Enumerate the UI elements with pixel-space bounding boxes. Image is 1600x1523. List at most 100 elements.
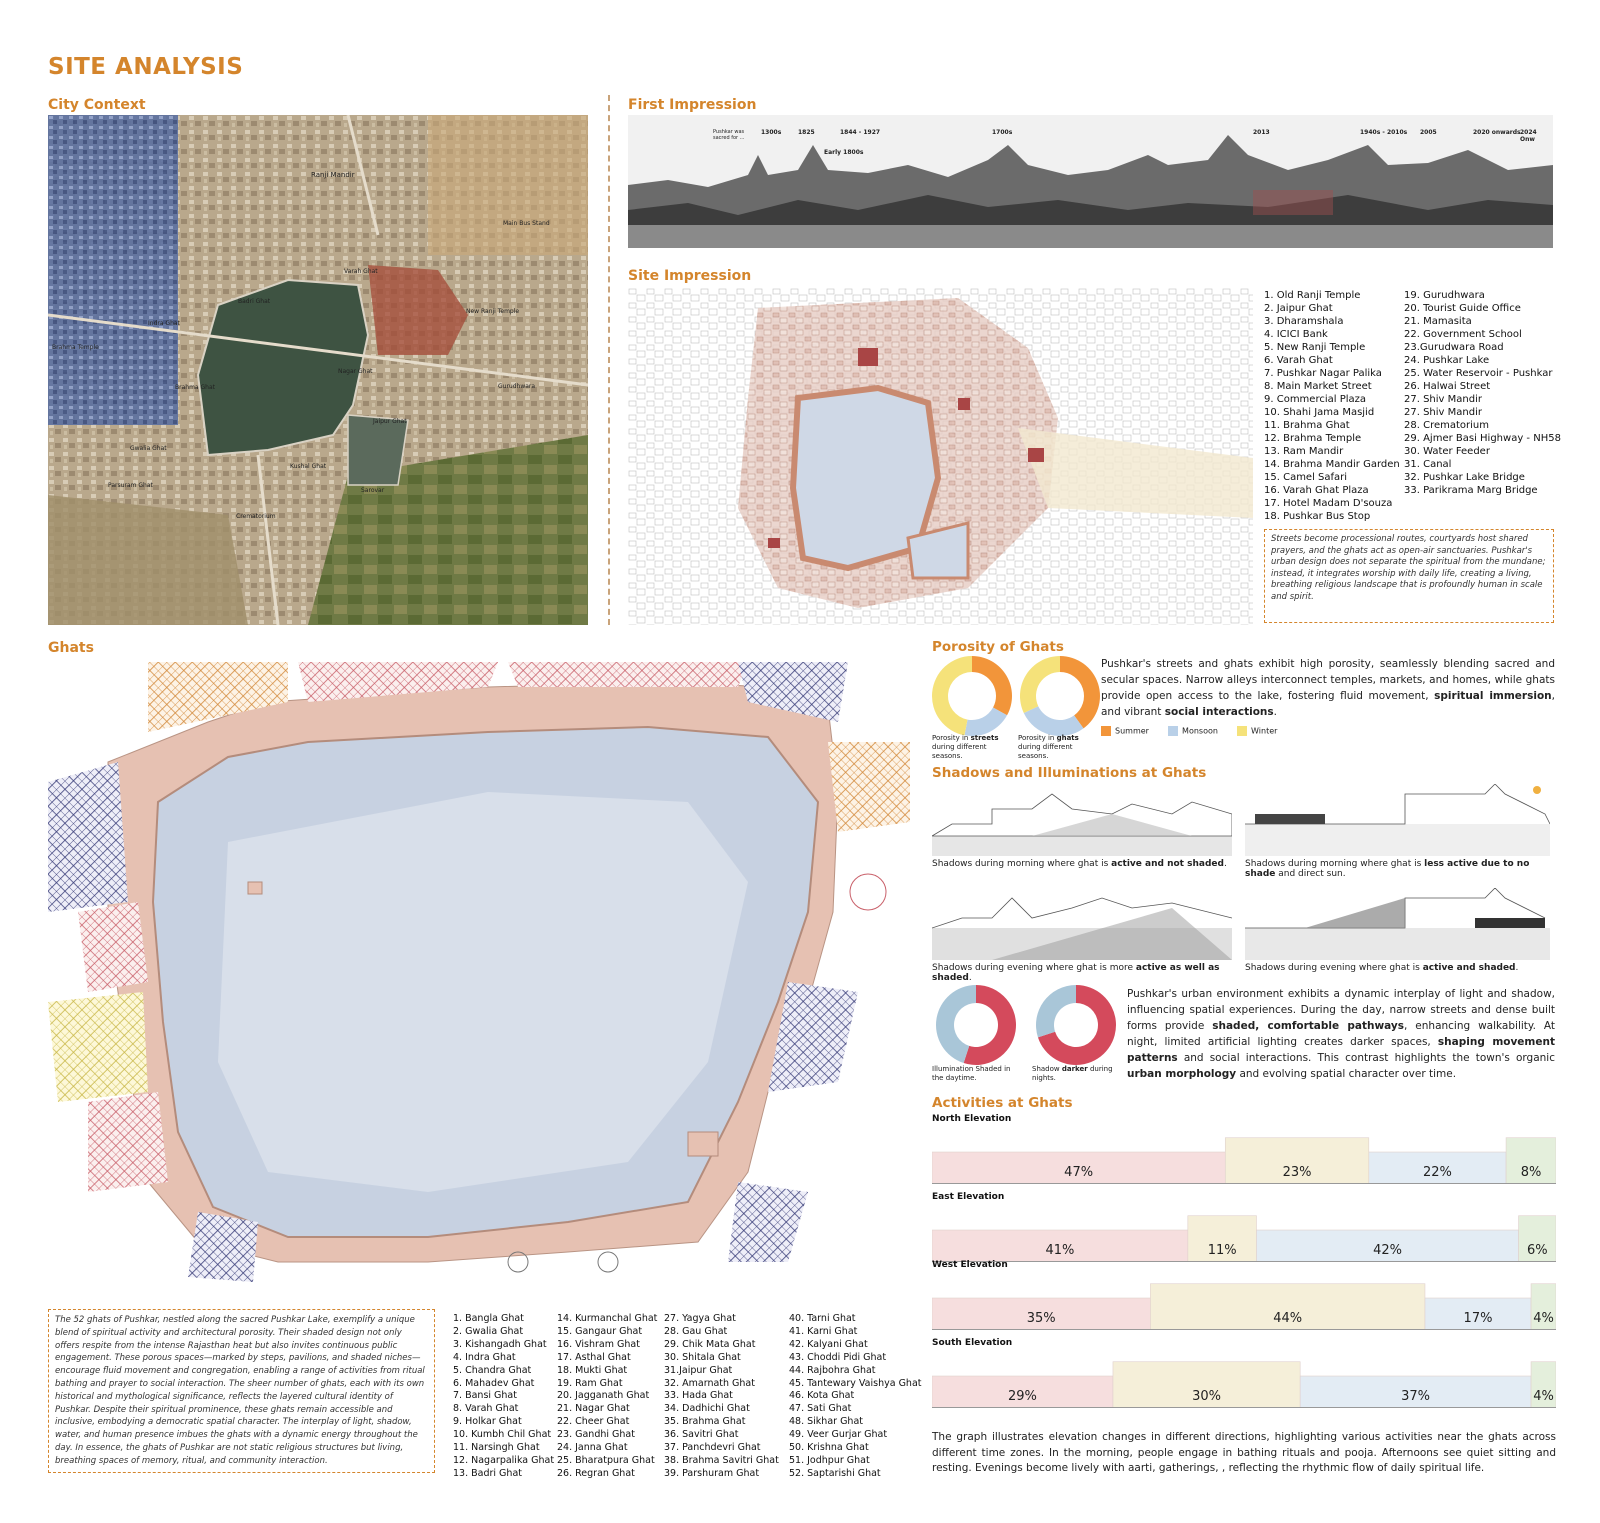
donut-slice — [1020, 656, 1060, 714]
ghat-item: 13. Badri Ghat — [453, 1467, 522, 1479]
section-evening-b — [1245, 888, 1550, 960]
porosity-heading: Porosity of Ghats — [932, 639, 1064, 655]
ghat-list-col2: 14. Kurmanchal Ghat 15. Gangaur Ghat 16.… — [557, 1313, 657, 1481]
legend-item: 19. Gurudhwara — [1404, 290, 1485, 301]
timeline-year: 2005 — [1420, 129, 1437, 136]
map-label: Nagar Ghat — [338, 368, 373, 375]
donut-streets — [932, 656, 1012, 736]
ghat-item: 48. Sikhar Ghat — [789, 1416, 863, 1428]
elevation-label: North Elevation — [932, 1114, 1012, 1124]
legend-item: 7. Pushkar Nagar Palika — [1264, 368, 1382, 379]
ghat-list-col4: 40. Tarni Ghat 41. Karni Ghat 42. Kalyan… — [789, 1313, 922, 1481]
season-legend: Summer Monsoon Winter — [1101, 718, 1291, 737]
ghat-item: 51. Jodhpur Ghat — [789, 1454, 870, 1466]
ghat-item: 46. Kota Ghat — [789, 1390, 855, 1402]
site-legend-left: 1. Old Ranji Temple 2. Jaipur Ghat 3. Dh… — [1264, 289, 1400, 523]
elevation-label: East Elevation — [932, 1192, 1005, 1202]
ghat-item: 31.Jaipur Ghat — [664, 1364, 733, 1376]
ghat-item: 11. Narsingh Ghat — [453, 1442, 540, 1454]
shadows-heading: Shadows and Illuminations at Ghats — [932, 765, 1207, 781]
legend-item: 5. New Ranji Temple — [1264, 342, 1366, 353]
legend-item: 10. Shahi Jama Masjid — [1264, 407, 1375, 418]
legend-item: 32. Pushkar Lake Bridge — [1404, 472, 1525, 483]
map-label: Crematorium — [236, 513, 276, 520]
elevation-percent: 44% — [1273, 1311, 1302, 1326]
timeline-entry: Pushkar was sacred for ... — [713, 129, 745, 141]
ghat-item: 27. Yagya Ghat — [664, 1313, 736, 1324]
donut-shadow — [1036, 985, 1116, 1065]
legend-item: 2. Jaipur Ghat — [1264, 303, 1333, 314]
map-label: Sarovar — [361, 487, 385, 494]
donut-slice — [932, 656, 972, 736]
legend-summer: Summer — [1101, 725, 1149, 736]
timeline-year: 1940s - 2010s — [1360, 129, 1408, 136]
map-label: Varah Ghat — [344, 268, 378, 275]
ghat-list-col3: 27. Yagya Ghat 28. Gau Ghat 29. Chik Mat… — [664, 1313, 779, 1481]
ghat-item: 50. Krishna Ghat — [789, 1442, 869, 1454]
legend-item: 16. Varah Ghat Plaza — [1264, 485, 1369, 496]
legend-winter: Winter — [1237, 725, 1277, 736]
ghat-item: 33. Hada Ghat — [664, 1390, 733, 1402]
ghat-item: 37. Panchdevri Ghat — [664, 1442, 761, 1454]
section-morning-b — [1245, 784, 1550, 856]
legend-item: 3. Dharamshala — [1264, 316, 1344, 327]
porosity-paragraph: Pushkar's streets and ghats exhibit high… — [1101, 658, 1555, 718]
shadow-caption-a: Shadows during morning where ghat is act… — [932, 859, 1227, 869]
ghat-item: 28. Gau Ghat — [664, 1325, 728, 1337]
shadow-caption-b: Shadows during morning where ghat is les… — [1245, 859, 1530, 879]
activities-paragraph: The graph illustrates elevation changes … — [932, 1431, 1556, 1474]
ghat-item: 14. Kurmanchal Ghat — [557, 1313, 658, 1324]
site-quote: Streets become processional routes, cour… — [1264, 529, 1554, 623]
timeline-year: 2024 Onw — [1520, 129, 1537, 143]
shadows-paragraph: Pushkar's urban environment exhibits a d… — [1127, 988, 1555, 1080]
donut-slice — [963, 985, 1016, 1065]
map-label: Main Bus Stand — [503, 220, 550, 227]
ghat-item: 10. Kumbh Chil Ghat — [453, 1429, 552, 1441]
elevation-percent: 29% — [1008, 1389, 1037, 1404]
site-plan — [628, 288, 1253, 625]
ghat-item: 38. Brahma Savitri Ghat — [664, 1454, 779, 1466]
ghats-plan — [48, 662, 910, 1296]
legend-item: 21. Mamasita — [1404, 316, 1472, 327]
shadow-caption-c: Shadows during evening where ghat is mor… — [932, 963, 1220, 983]
ghat-item: 9. Holkar Ghat — [453, 1416, 522, 1428]
ghat-item: 19. Ram Ghat — [557, 1377, 623, 1389]
elevation-percent: 22% — [1423, 1165, 1452, 1180]
legend-item: 11. Brahma Ghat — [1264, 420, 1350, 431]
timeline-year: Early 1800s — [824, 149, 864, 156]
ghat-item: 18. Mukti Ghat — [557, 1364, 628, 1376]
ghat-item: 7. Bansi Ghat — [453, 1390, 517, 1402]
elevation-band: 41%11%42%6% — [932, 1215, 1556, 1262]
ghat-item: 49. Veer Gurjar Ghat — [789, 1429, 888, 1441]
swatch — [1237, 725, 1248, 736]
elevation-percent: 23% — [1283, 1165, 1312, 1180]
ghat-item: 1. Bangla Ghat — [453, 1313, 524, 1324]
elevation-percent: 4% — [1533, 1389, 1554, 1404]
legend-item: 25. Water Reservoir - Pushkar — [1404, 368, 1553, 379]
shadow-darker-caption: Shadow darker during nights. — [1032, 1065, 1113, 1082]
ghat-item: 45. Tantewary Vaishya Ghat — [789, 1377, 922, 1389]
swatch — [1101, 725, 1111, 736]
elevation-percent: 6% — [1527, 1243, 1548, 1258]
elevation-segment — [1299, 1375, 1532, 1408]
legend-item: 14. Brahma Mandir Garden — [1264, 459, 1400, 470]
legend-item: 8. Main Market Street — [1264, 381, 1372, 392]
city-context-heading: City Context — [48, 97, 146, 113]
ghat-item: 47. Sati Ghat — [789, 1403, 852, 1415]
donut-slice — [1023, 706, 1084, 736]
elevation-percent: 42% — [1373, 1243, 1402, 1258]
elevation-percent: 41% — [1045, 1243, 1074, 1258]
ghat-item: 17. Asthal Ghat — [557, 1351, 631, 1363]
donut-slice — [1037, 985, 1116, 1065]
map-label: Brahma Ghat — [175, 384, 215, 391]
legend-item: 6. Varah Ghat — [1264, 355, 1333, 366]
ghat-item: 22. Cheer Ghat — [557, 1416, 630, 1428]
legend-item: 13. Ram Mandir — [1264, 446, 1344, 457]
donut-slice — [972, 656, 1012, 716]
ghat-item: 24. Janna Ghat — [557, 1442, 628, 1454]
porosity-ghats-caption: Porosity in ghats during different seaso… — [1018, 734, 1079, 760]
timeline-year: 1300s — [761, 129, 782, 136]
ghat-item: 23. Gandhi Ghat — [557, 1429, 635, 1441]
elevation-percent: 30% — [1192, 1389, 1221, 1404]
aerial-map: Ranji Mandir Main Bus Stand Varah Ghat B… — [48, 115, 588, 625]
